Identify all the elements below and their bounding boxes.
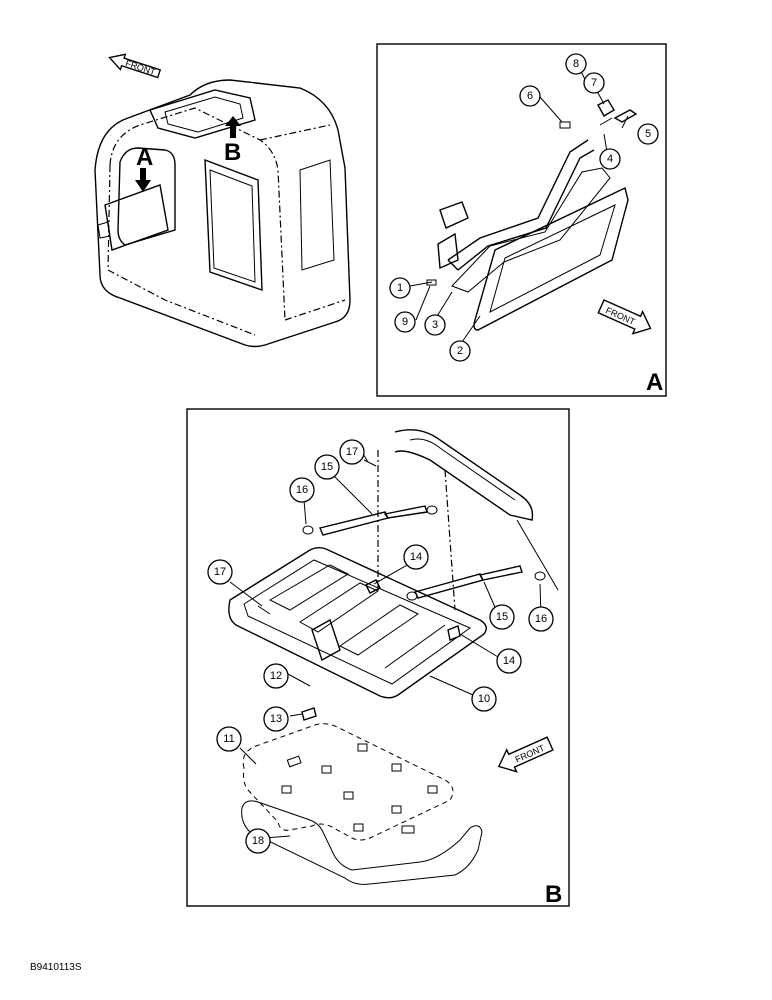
callout-6: 6 [519,85,541,107]
detail-b-label: B [545,881,562,908]
detail-a-panel: FRONT A 1 2 3 4 5 6 7 8 9 [376,43,667,397]
callout-16-lower: 16 [528,606,554,632]
callout-16-upper: 16 [289,477,315,503]
detail-b-panel: FRONT B 10 11 12 13 14 14 15 15 16 16 17… [186,408,570,908]
front-label-overview: FRONT [124,58,157,77]
svg-text:15: 15 [321,461,333,473]
marker-a: A [136,144,153,171]
marker-b: B [224,139,241,166]
figure-code: B9410113S [30,962,82,973]
callout-14-upper: 14 [403,544,429,570]
callout-13: 13 [263,706,289,732]
svg-text:17: 17 [346,446,358,458]
svg-text:10: 10 [478,693,490,705]
svg-text:4: 4 [607,153,613,165]
svg-text:13: 13 [270,713,282,725]
washer-16-lower [534,571,546,581]
callout-7: 7 [583,72,605,94]
callout-15-lower: 15 [489,604,515,630]
screw-13 [301,707,317,721]
svg-text:17: 17 [214,566,226,578]
callout-10: 10 [471,686,497,712]
callout-1: 1 [389,277,411,299]
callout-12: 12 [263,663,289,689]
callout-3: 3 [424,314,446,336]
callout-5: 5 [637,123,659,145]
svg-text:18: 18 [252,835,264,847]
callout-17-upper: 17 [339,439,365,465]
svg-text:7: 7 [591,77,597,89]
front-arrow-detail-a: FRONT [597,299,652,335]
svg-text:5: 5 [645,128,651,140]
detail-b-frame [186,408,570,907]
detail-a-label: A [646,369,663,396]
bolt-14-upper [365,579,381,594]
seal [241,800,483,885]
part-4 [599,117,613,126]
callout-14-lower: 14 [496,648,522,674]
svg-text:15: 15 [496,611,508,623]
svg-text:6: 6 [527,90,533,102]
part-5 [613,109,638,123]
svg-text:3: 3 [432,319,438,331]
callout-9: 9 [394,311,416,333]
svg-text:1: 1 [397,282,403,294]
washer-16-upper [302,525,314,535]
callout-17-lower: 17 [207,559,233,585]
part-6 [559,121,571,129]
callout-15-upper: 15 [314,454,340,480]
svg-text:16: 16 [535,613,547,625]
svg-text:9: 9 [402,316,408,328]
callout-8: 8 [565,53,587,75]
svg-text:14: 14 [410,551,422,563]
callout-18: 18 [245,828,271,854]
svg-text:2: 2 [457,345,463,357]
callout-4: 4 [599,148,621,170]
front-label-detail-b: FRONT [514,743,547,765]
detail-a-frame [376,43,667,397]
svg-text:11: 11 [223,733,234,745]
part-12-bracket [311,618,341,662]
svg-text:14: 14 [503,655,515,667]
svg-text:8: 8 [573,58,579,70]
hatch-frame [228,547,487,699]
front-arrow-overview: FRONT [108,53,162,79]
front-arrow-detail-b: FRONT [497,736,554,773]
cab-overview: FRONT A B [94,53,351,348]
part-7 [597,99,615,117]
callout-2: 2 [449,340,471,362]
bolt-14-lower [447,625,461,641]
svg-text:12: 12 [270,670,282,682]
svg-text:16: 16 [296,484,308,496]
callout-11: 11 [216,726,242,752]
inner-liner [242,723,454,841]
front-label-detail-a: FRONT [604,305,637,327]
